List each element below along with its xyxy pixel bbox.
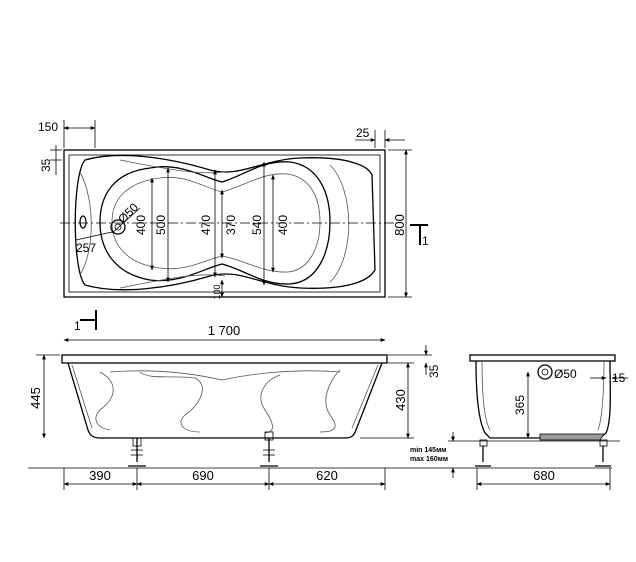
side-leg-left [475, 439, 491, 467]
basin-inner-shape [99, 161, 331, 285]
dim-540: 540 [250, 215, 264, 235]
section-mark-left: 1 [74, 319, 81, 333]
dim-365: 365 [513, 395, 527, 415]
dim-100: 100 [212, 284, 222, 299]
dim-500: 500 [154, 215, 168, 235]
front-rim [61, 354, 388, 364]
basin-outline [74, 154, 376, 291]
side-overflow [537, 364, 553, 380]
dim-257: 257 [76, 241, 96, 255]
dim-800: 800 [392, 214, 407, 236]
dim-35-top: 35 [39, 158, 53, 172]
front-body [67, 362, 383, 439]
dim-400-right: 400 [276, 215, 290, 235]
dim-15: 15 [612, 371, 626, 385]
tub-rim-inner-top [68, 154, 381, 293]
side-diameter-label: Ø50 [554, 367, 577, 381]
leg-max-label: max 160мм [410, 456, 448, 463]
side-rim [469, 354, 616, 362]
side-view: Ø50 365 15 min 145мм max 160мм 680 [410, 354, 628, 490]
dim-620: 620 [316, 468, 338, 483]
dim-370: 370 [224, 215, 238, 235]
top-view: 400 500 470 370 540 400 100 Ø50 257 150 … [38, 120, 429, 342]
drain-hole [110, 219, 126, 235]
dim-35-rim: 35 [427, 364, 441, 378]
dim-680: 680 [533, 468, 555, 483]
leg-min-label: min 145мм [410, 447, 446, 454]
dim-470: 470 [199, 215, 213, 235]
front-leg-left [128, 437, 146, 467]
section-mark-right: 1 [422, 234, 429, 248]
front-leg-right [260, 431, 278, 467]
dim-1700: 1 700 [208, 323, 241, 338]
dim-25: 25 [356, 126, 370, 140]
dim-430: 430 [393, 389, 408, 411]
dim-690: 690 [192, 468, 214, 483]
dim-400-left: 400 [134, 215, 148, 235]
tub-outline-top [63, 149, 386, 298]
side-body [475, 360, 611, 439]
front-view: 445 430 35 390 690 620 [28, 345, 612, 490]
side-leg-right [595, 439, 611, 467]
dim-445: 445 [28, 387, 43, 409]
overflow-hole [79, 215, 87, 229]
dim-390: 390 [89, 468, 111, 483]
dim-150: 150 [38, 120, 58, 134]
